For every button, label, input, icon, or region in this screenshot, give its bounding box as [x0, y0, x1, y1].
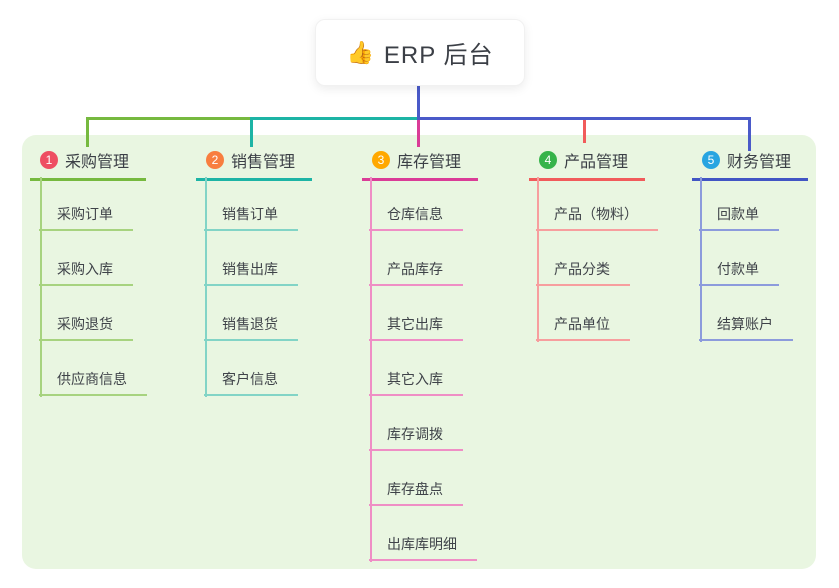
branch-label-2: 销售管理 [231, 154, 296, 171]
connector-stub-branch2 [250, 120, 253, 147]
branch-label-4: 产品管理 [564, 154, 629, 171]
branches-panel [22, 135, 816, 569]
root-node[interactable]: 👍 ERP 后台 [315, 19, 525, 86]
child-node[interactable]: 出库库明细 [369, 534, 477, 561]
connector-stub-branch3 [417, 120, 420, 147]
connector-stub-branch4 [583, 120, 586, 143]
branch-badge-3: 3 [372, 151, 390, 169]
connector-stub-branch1 [86, 120, 89, 147]
branch-rail-5 [700, 177, 702, 342]
child-node[interactable]: 采购退货 [39, 314, 133, 341]
child-node[interactable]: 其它入库 [369, 369, 463, 396]
connector-bus-teal [250, 117, 419, 120]
branch-rail-1 [40, 177, 42, 397]
branch-label-1: 采购管理 [65, 154, 130, 171]
child-node[interactable]: 采购订单 [39, 204, 133, 231]
branch-badge-2: 2 [206, 151, 224, 169]
branch-rail-2 [205, 177, 207, 397]
child-node[interactable]: 销售订单 [204, 204, 298, 231]
branch-title-3[interactable]: 3 库存管理 [362, 148, 478, 181]
connector-bus-green [86, 117, 252, 120]
child-node[interactable]: 供应商信息 [39, 369, 147, 396]
branch-title-1[interactable]: 1 采购管理 [30, 148, 146, 181]
connector-stub-branch5 [748, 120, 751, 151]
thumbs-up-icon: 👍 [346, 39, 375, 65]
branch-label-5: 财务管理 [727, 154, 792, 171]
child-node[interactable]: 采购入库 [39, 259, 133, 286]
child-node[interactable]: 产品（物料） [536, 204, 658, 231]
branch-title-5[interactable]: 5 财务管理 [692, 148, 808, 181]
branch-badge-1: 1 [40, 151, 58, 169]
branch-rail-3 [370, 177, 372, 562]
branch-title-4[interactable]: 4 产品管理 [529, 148, 645, 181]
child-node[interactable]: 结算账户 [699, 314, 793, 341]
child-node[interactable]: 销售退货 [204, 314, 298, 341]
root-label: ERP 后台 [383, 42, 494, 69]
child-node[interactable]: 产品分类 [536, 259, 630, 286]
child-node[interactable]: 产品单位 [536, 314, 630, 341]
child-node[interactable]: 产品库存 [369, 259, 463, 286]
child-node[interactable]: 客户信息 [204, 369, 298, 396]
connector-bus-indigo [417, 117, 751, 120]
child-node[interactable]: 回款单 [699, 204, 779, 231]
branch-badge-4: 4 [539, 151, 557, 169]
child-node[interactable]: 库存调拨 [369, 424, 463, 451]
child-node[interactable]: 库存盘点 [369, 479, 463, 506]
child-node[interactable]: 销售出库 [204, 259, 298, 286]
branch-title-2[interactable]: 2 销售管理 [196, 148, 312, 181]
child-node[interactable]: 其它出库 [369, 314, 463, 341]
branch-badge-5: 5 [702, 151, 720, 169]
child-node[interactable]: 付款单 [699, 259, 779, 286]
branch-rail-4 [537, 177, 539, 342]
branch-label-3: 库存管理 [397, 154, 462, 171]
child-node[interactable]: 仓库信息 [369, 204, 463, 231]
connector-root-drop [417, 84, 420, 118]
